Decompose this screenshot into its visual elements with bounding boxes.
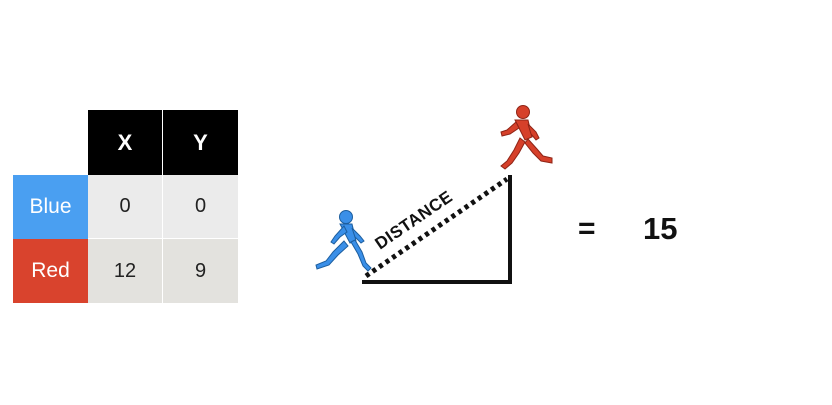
- red-y-value: 9: [163, 239, 238, 303]
- red-x-value: 12: [88, 239, 163, 303]
- red-runner-icon: [500, 105, 553, 170]
- row-label-blue: Blue: [13, 175, 88, 239]
- equals-sign: =: [578, 212, 596, 245]
- row-label-red: Red: [13, 239, 88, 303]
- distance-result-value: 15: [643, 211, 678, 246]
- coordinates-table: X Y Blue 0 0 Red 12 9: [13, 110, 238, 303]
- distance-diagram: DISTANCE: [315, 105, 553, 284]
- column-header-y: Y: [163, 110, 238, 175]
- blue-x-value: 0: [88, 175, 163, 239]
- blue-y-value: 0: [163, 175, 238, 239]
- column-header-x: X: [88, 110, 163, 175]
- blue-runner-icon: [315, 210, 372, 272]
